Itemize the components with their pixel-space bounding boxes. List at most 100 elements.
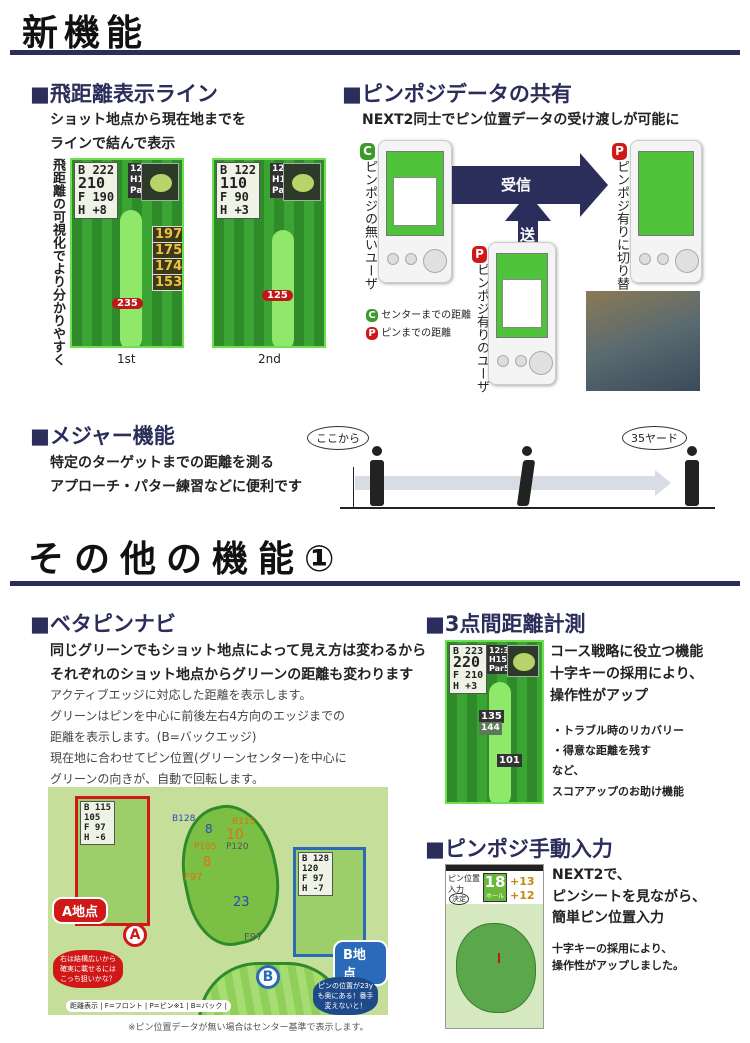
distance-arrow [355, 476, 655, 490]
manual-pin-sub: 十字キーの採用により、 [552, 942, 673, 955]
speech-bubble-b: ピンの位置が23yも奥にある！番手変えないと！ [313, 977, 378, 1015]
distance-135: 135 [479, 710, 504, 723]
shot-distance-tag: 235 [112, 298, 143, 309]
measure-text-1: 特定のターゲットまでの距離を測る [50, 455, 274, 471]
label-point-a: A地点 [52, 897, 109, 924]
betapin-text: 距離を表示します。(B=バックエッジ) [50, 730, 257, 744]
title-divider [10, 50, 740, 55]
pin-input-title: ピン位置入力 [448, 874, 480, 894]
label-8: 8 [205, 822, 213, 836]
three-point-line: コース戦略に役立つ機能 [550, 644, 704, 660]
offset-y: +13 [510, 875, 535, 888]
decide-button[interactable]: 決定 [449, 893, 469, 905]
three-point-bullet: スコアアップのお助け機能 [552, 785, 684, 798]
label-8b: 8 [203, 855, 212, 870]
marker-b: B [256, 965, 280, 989]
send-arrow: 送信 [497, 221, 538, 247]
hole-number: 18 [484, 873, 506, 891]
label-switch: ピンポジ有りに切り替る [614, 160, 629, 303]
offset-x: +12 [510, 889, 535, 902]
golfer-icon [685, 460, 699, 506]
betapin-text: アクティブエッジに対応した距離を表示します。 [50, 688, 312, 702]
carry-mark: 174 [152, 258, 182, 275]
label-f97-a: F97 [184, 872, 203, 883]
photo-golfers [586, 291, 700, 391]
betapin-note: ※ピン位置データが無い場合はセンター基準で表示します。 [128, 1023, 369, 1033]
device-switched [630, 140, 702, 283]
label-user-with: ピンポジ有りのユーザ [474, 263, 489, 393]
heading-betapin: ■ベタピンナビ [30, 612, 176, 636]
distance-arrow-head [655, 470, 671, 496]
golfer-icon [370, 460, 384, 506]
three-point-line: 十字キーの採用により、 [550, 666, 704, 682]
flag-icon [353, 467, 354, 507]
speech-bubble-start: ここから [307, 426, 369, 450]
distance-line-text-2: ラインで結んで表示 [50, 136, 176, 152]
heading-manual-pin: ■ピンポジ手動入力 [425, 837, 613, 861]
pin-flag-icon [498, 953, 500, 963]
caption-1st: 1st [117, 352, 136, 366]
manual-pin-line: ピンシートを見ながら、 [552, 889, 706, 905]
golfer-head-icon [522, 446, 532, 456]
marker-a: A [123, 923, 147, 947]
label-10: 10 [226, 827, 244, 843]
label-user-without: ピンポジの無いユーザ [362, 160, 377, 290]
legend-pin: P ピンまでの距離 [366, 324, 451, 340]
betapin-bold-2: それぞれのショット地点からグリーンの距離も変わります [50, 667, 414, 683]
manual-pin-line: 簡単ピン位置入力 [552, 910, 664, 926]
page-title-other-features: その他の機能① [28, 539, 345, 580]
label-f97-b: F97 [244, 932, 263, 943]
label-p120: P120 [226, 842, 249, 852]
label-b115: B115 [232, 817, 256, 827]
three-point-bullet: ・トラブル時のリカバリー [552, 724, 684, 737]
device-receiver [378, 140, 452, 283]
green-shape [456, 923, 536, 1013]
distance-line-text-1: ショット地点から現在地までを [50, 112, 246, 128]
heading-three-point: ■3点間距離計測 [425, 612, 586, 636]
ground-line [340, 507, 715, 509]
badge-p: P [612, 140, 627, 160]
distance-144: 144 [479, 722, 502, 735]
distance-101: 101 [497, 754, 522, 767]
caption-2nd: 2nd [258, 352, 281, 366]
shot-distance-tag: 125 [262, 290, 293, 301]
label-b128: B128 [172, 814, 196, 824]
device-sender [488, 242, 556, 385]
heading-pinpos-share: ■ピンポジデータの共有 [342, 82, 572, 106]
three-point-line: 操作性がアップ [550, 688, 648, 704]
carry-mark: 175 [152, 242, 182, 259]
manual-pin-sub: 操作性がアップしました。 [552, 959, 684, 972]
pinpos-share-subtitle: NEXT2同士でピン位置データの受け渡しが可能に [362, 112, 680, 128]
manual-pin-line: NEXT2で、 [552, 867, 631, 883]
distance-line-vertical-text: 飛距離の可視化でより分かりやすく [50, 158, 65, 366]
label-23: 23 [233, 895, 250, 910]
golfer-head-icon [372, 446, 382, 456]
measure-text-2: アプローチ・パター練習などに便利です [50, 479, 302, 495]
heading-measure: ■メジャー機能 [30, 424, 175, 448]
hole-label: ホール [485, 893, 504, 900]
betapin-text: 現在地に合わせてピン位置(グリーンセンター)を中心に [50, 751, 347, 765]
badge-p: P [472, 246, 487, 263]
pin-input-screen: ピン位置入力 決定 18 ホール +13 +12 [445, 864, 544, 1029]
label-p105: P105 [194, 842, 217, 852]
carry-mark: 197 [152, 226, 182, 243]
green-minimap [141, 163, 179, 201]
heading-distance-line: ■飛距離表示ライン [30, 82, 218, 106]
speech-bubble-a: 右は結構広いから確実に載せるにはこっち狙いかな？ [53, 950, 123, 988]
title-divider [10, 581, 740, 586]
three-point-bullet: ・得意な距離を残す [552, 744, 651, 757]
betapin-text: グリーンの向きが、自動で回転します。 [50, 772, 264, 786]
page-title-new-features: 新機能 [22, 13, 149, 54]
badge-c: C [360, 140, 375, 160]
receive-arrow-head [580, 153, 608, 217]
speech-bubble-end: 35ヤード [622, 426, 687, 450]
send-arrow-head [505, 193, 551, 221]
legend-center: C センターまでの距離 [366, 306, 471, 322]
carry-mark: 153 [152, 274, 182, 291]
betapin-text: グリーンはピンを中心に前後左右4方向のエッジまでの [50, 709, 346, 723]
three-point-bullet: など、 [552, 764, 585, 777]
